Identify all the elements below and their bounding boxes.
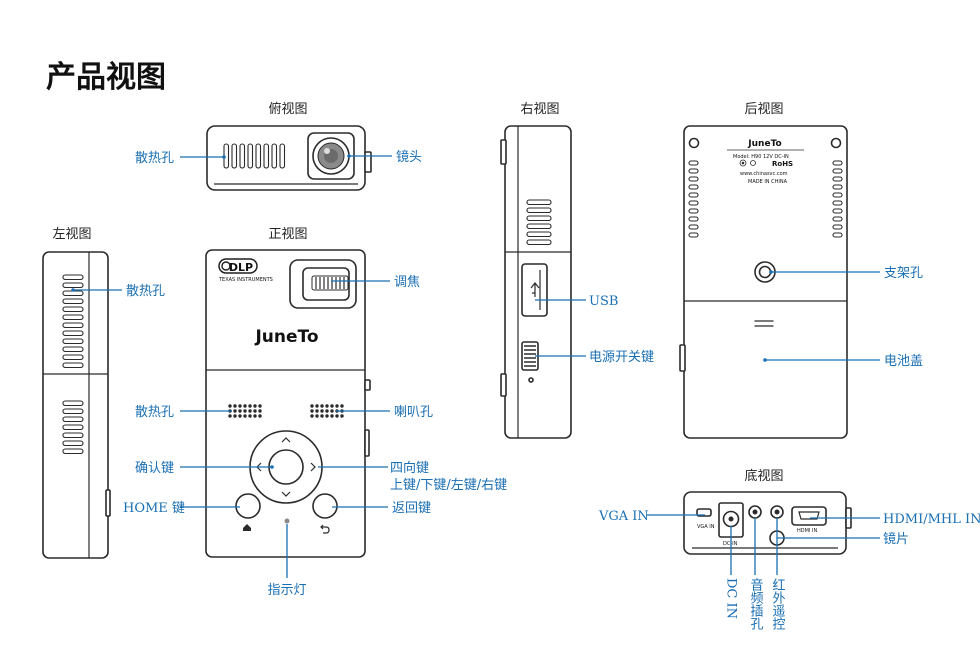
back-view: JuneTo Model: H90 12V DC-IN RoHS www.chi… — [679, 125, 848, 439]
back-vent-left — [688, 160, 699, 238]
view-title-top: 俯视图 — [268, 101, 307, 117]
top-view — [206, 125, 372, 191]
callout-dpad-detail: 上键/下键/左键/右键 — [390, 478, 507, 493]
callout-left-vent: 散热孔 — [126, 284, 165, 299]
dc-port: DC-IN — [718, 502, 744, 547]
rating-label: JuneTo Model: H90 12V DC-IN RoHS www.chi… — [727, 139, 804, 185]
dlp-logo-text: DLP — [229, 261, 253, 274]
rating-line-2: RoHS — [772, 160, 793, 168]
back-arrow-icon — [320, 524, 330, 534]
view-title-left: 左视图 — [52, 227, 91, 242]
callout-vga: VGA IN — [598, 509, 649, 524]
dpad-up-icon — [281, 437, 291, 443]
audio-jack — [748, 505, 762, 519]
callout-audio-jack: 音频插孔 — [748, 577, 764, 630]
callout-speaker: 喇叭孔 — [394, 405, 433, 420]
home-icon — [243, 524, 251, 531]
callout-tripod: 支架孔 — [884, 266, 923, 281]
callout-ir-receiver: 红外遥控 — [770, 577, 786, 630]
vga-port: VGA IN — [696, 508, 715, 530]
usb-port — [521, 263, 548, 317]
back-vent-right — [832, 160, 843, 238]
rating-line-1: Model: H90 12V DC-IN — [733, 154, 789, 160]
top-vent-slots — [223, 143, 286, 169]
home-button-drawing — [235, 493, 261, 531]
callout-back-key: 返回键 — [392, 501, 431, 516]
page-title: 产品视图 — [46, 60, 166, 95]
dlp-logo: DLP TEXAS INSTRUMENTS — [218, 258, 273, 283]
callout-front-vent: 散热孔 — [135, 405, 174, 420]
bottom-port-dc-label: DC-IN — [723, 541, 738, 547]
bottom-port-hdmi-label: HDMI IN — [797, 528, 817, 534]
callout-usb: USB — [589, 294, 618, 309]
back-brand: JuneTo — [747, 139, 781, 149]
callout-confirm: 确认键 — [135, 461, 174, 476]
front-brand: JuneTo — [254, 327, 318, 347]
dpad-right-icon — [310, 462, 316, 472]
callout-dc-in: DC IN — [724, 578, 739, 619]
right-vent-slots — [526, 199, 552, 246]
dlp-logo-subtext: TEXAS INSTRUMENTS — [218, 277, 273, 283]
battery-cover-grip — [754, 320, 774, 327]
usb-icon — [530, 282, 540, 297]
callout-top-lens: 镜头 — [396, 150, 422, 165]
right-view — [500, 125, 572, 439]
hdmi-port: HDMI IN — [791, 506, 827, 534]
bottom-view: VGA IN DC-IN HDMI IN — [683, 491, 852, 555]
top-lens — [307, 132, 355, 180]
indicator-light — [284, 518, 290, 524]
view-title-back: 后视图 — [744, 102, 783, 117]
callout-home: HOME 键 — [123, 501, 185, 516]
callout-power-switch: 电源开关键 — [589, 350, 654, 365]
rating-line-3: www.chinasvc.com — [740, 171, 788, 177]
bottom-port-vga-label: VGA IN — [697, 524, 715, 530]
callout-battery-cover: 电池盖 — [884, 354, 923, 369]
callout-focus: 调焦 — [394, 275, 420, 290]
callout-top-vent: 散热孔 — [135, 151, 174, 166]
callout-lens: 镜片 — [883, 532, 909, 547]
view-title-right: 右视图 — [520, 102, 559, 117]
left-view — [42, 251, 111, 559]
callout-dpad: 四向键 — [390, 460, 429, 476]
view-title-front: 正视图 — [268, 227, 307, 242]
dpad-down-icon — [281, 491, 291, 497]
rating-line-4: MADE IN CHINA — [748, 179, 788, 185]
callout-indicator: 指示灯 — [267, 583, 306, 598]
callout-hdmi: HDMI/MHL IN — [883, 512, 980, 527]
view-title-bottom: 底视图 — [744, 468, 783, 484]
left-vent-slots — [62, 274, 84, 455]
focus-window — [289, 259, 357, 309]
back-button-drawing — [312, 493, 338, 534]
front-view: DLP TEXAS INSTRUMENTS JuneTo — [205, 249, 371, 558]
